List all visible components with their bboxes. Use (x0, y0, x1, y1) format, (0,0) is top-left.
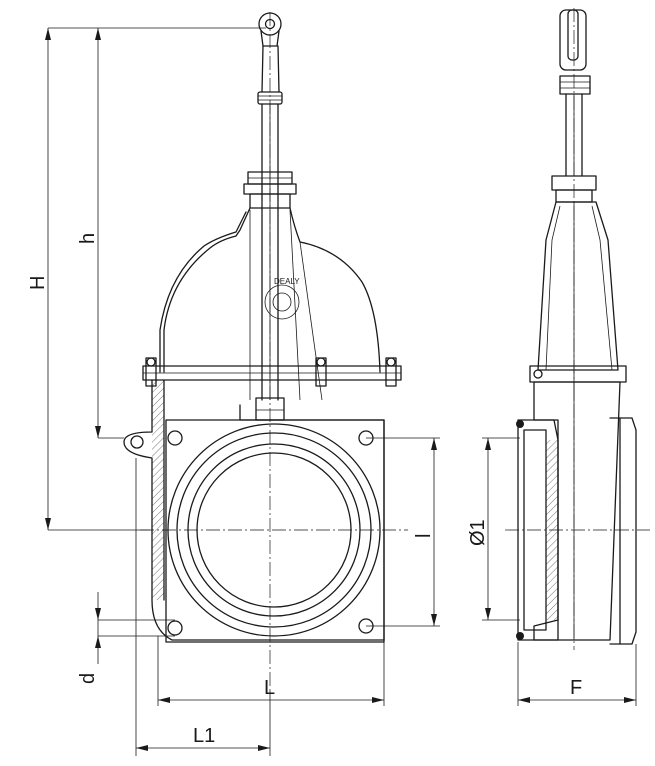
label-phi1: Ø1 (467, 519, 489, 546)
label-L: L (264, 677, 275, 699)
dimension-l: l (366, 437, 440, 627)
dimension-H: H (27, 27, 266, 531)
label-H: H (27, 276, 49, 290)
dimension-L: L (157, 636, 385, 706)
front-view: DEALY (123, 12, 408, 690)
side-view (505, 8, 650, 650)
side-body (533, 381, 637, 645)
bonnet-flange (142, 357, 402, 387)
logo-text: DEALY (274, 277, 300, 286)
dimension-d: d (77, 592, 175, 684)
dimension-h: h (77, 28, 124, 439)
label-h: h (77, 233, 99, 244)
label-F: F (570, 677, 582, 699)
side-handle (559, 9, 591, 95)
bonnet (159, 207, 381, 401)
label-d: d (77, 673, 99, 684)
side-bonnet (529, 201, 627, 400)
valve-body (123, 379, 385, 643)
dimension-L1: L1 (135, 458, 271, 756)
label-L1: L1 (193, 725, 215, 747)
dimension-F: F (517, 642, 637, 706)
dimension-phi1: Ø1 (467, 437, 520, 621)
label-l: l (413, 534, 435, 538)
logo: DEALY (264, 277, 300, 320)
